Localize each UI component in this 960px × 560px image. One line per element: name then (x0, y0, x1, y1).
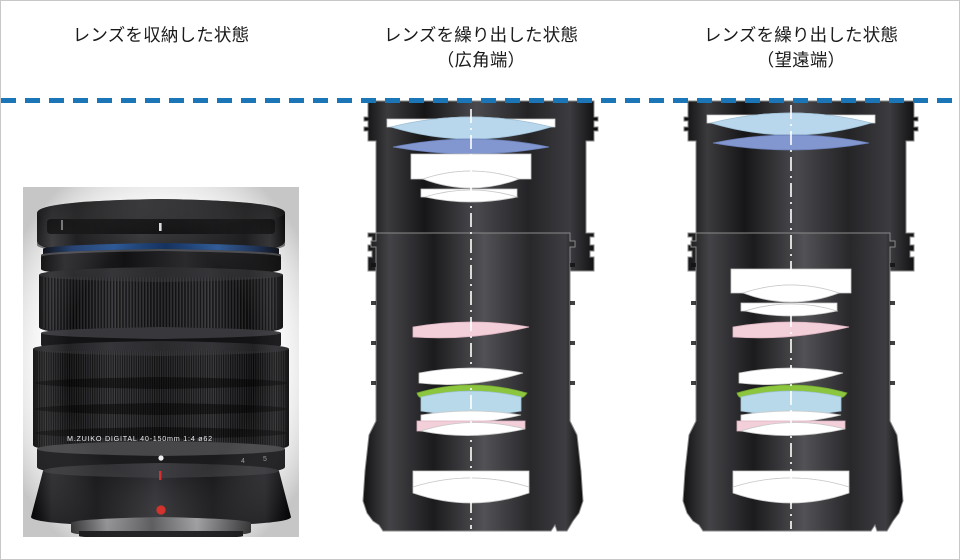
cross-section-wide (362, 100, 599, 532)
panel-title-stowed: レンズを収納した状態 (72, 25, 250, 45)
lens-photo-svg: 4 5 (23, 187, 299, 539)
panel-title-wide: レンズを繰り出した状態 （広角端） (383, 25, 579, 70)
element-second-concave (740, 302, 839, 317)
panel-lens-extended-wide: レンズを繰り出した状態 （広角端） (321, 1, 641, 559)
lens-photograph: 4 5 M.ZUIKO DIGITAL 40-150mm 1:4 (23, 187, 299, 542)
element-middle-pink-lower (416, 420, 526, 436)
panel-lens-stowed: レンズを収納した状態 (1, 1, 321, 559)
element-rear-convex (732, 477, 850, 504)
element-front-light-blue (389, 116, 553, 140)
cross-section-tele (682, 100, 919, 532)
element-second-meniscus (421, 170, 521, 189)
element-pink-convex (732, 321, 850, 339)
element-middle-pink-lower (736, 420, 846, 436)
panel-title-tele: レンズを繰り出した状態 （望遠端） (703, 25, 899, 70)
element-front-light-blue (709, 112, 873, 136)
panel-lens-extended-tele: レンズを繰り出した状態 （望遠端） (641, 1, 959, 559)
element-rear-convex (412, 477, 530, 504)
